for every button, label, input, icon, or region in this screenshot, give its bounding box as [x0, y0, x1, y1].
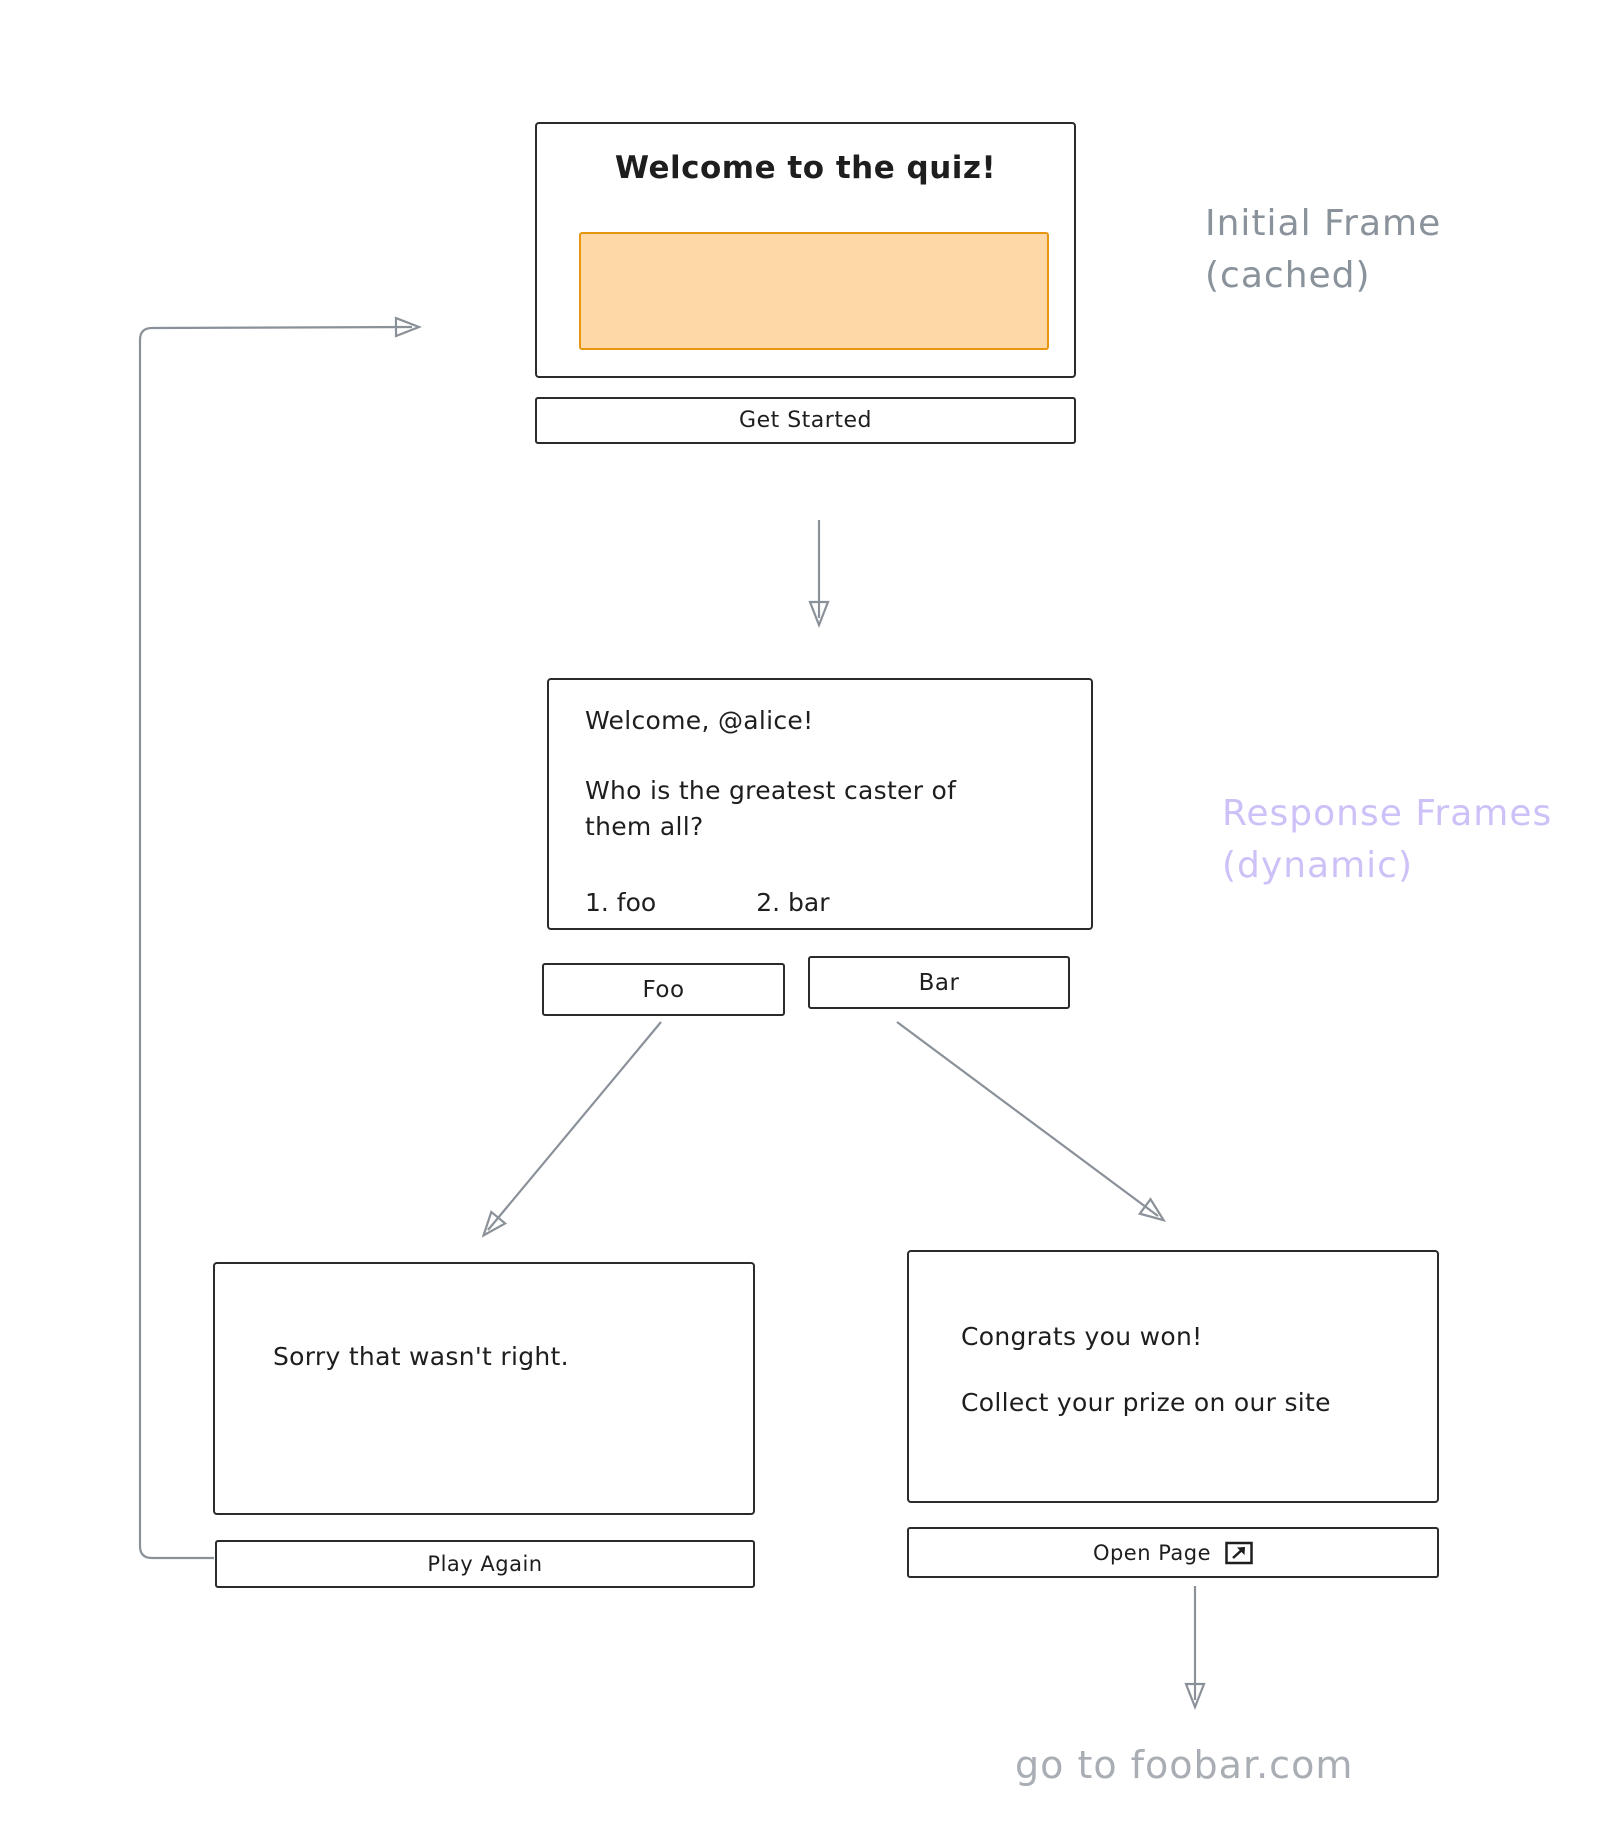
response-frame: Welcome, @alice! Who is the greatest cas…: [547, 678, 1093, 930]
greeting-text: Welcome, @alice!: [585, 706, 814, 735]
get-started-label: Get Started: [739, 408, 872, 433]
arrow-bar-to-win: [896, 1021, 1158, 1216]
bar-label: Bar: [918, 969, 960, 996]
quiz-title: Welcome to the quiz!: [614, 150, 997, 186]
wrong-message: Sorry that wasn't right.: [273, 1342, 569, 1371]
foo-label: Foo: [642, 976, 685, 1003]
annotation-line: (cached): [1205, 255, 1371, 297]
open-page-button[interactable]: Open Page: [907, 1527, 1439, 1578]
initial-frame: Welcome to the quiz!: [535, 122, 1076, 378]
response-frames-annotation: Response Frames (dynamic): [1222, 788, 1552, 892]
external-link-icon: [1225, 1541, 1253, 1564]
foo-button[interactable]: Foo: [542, 963, 785, 1016]
win-frame: Congrats you won! Collect your prize on …: [907, 1250, 1439, 1503]
initial-frame-annotation: Initial Frame (cached): [1205, 198, 1441, 302]
question-text: Who is the greatest caster of them all?: [585, 776, 957, 842]
annotation-line: Response Frames: [1222, 793, 1553, 834]
get-started-button[interactable]: Get Started: [535, 397, 1076, 444]
options-row: 1. foo 2. bar: [585, 888, 1091, 917]
open-page-label: Open Page: [1092, 1540, 1212, 1565]
option-2: 2. bar: [756, 887, 830, 917]
destination-annotation: go to foobar.com: [1015, 1743, 1354, 1787]
arrow-foo-to-wrong: [488, 1021, 662, 1230]
annotation-line: Initial Frame: [1205, 203, 1442, 244]
image-placeholder: [579, 232, 1049, 350]
option-1: 1. foo: [585, 887, 657, 917]
win-message: Congrats you won!: [961, 1322, 1203, 1351]
collect-prize-message: Collect your prize on our site: [961, 1388, 1331, 1417]
play-again-button[interactable]: Play Again: [215, 1540, 755, 1588]
play-again-label: Play Again: [427, 1552, 543, 1576]
wrong-answer-frame: Sorry that wasn't right.: [213, 1262, 755, 1515]
bar-button[interactable]: Bar: [808, 956, 1070, 1009]
annotation-line: (dynamic): [1222, 845, 1413, 887]
